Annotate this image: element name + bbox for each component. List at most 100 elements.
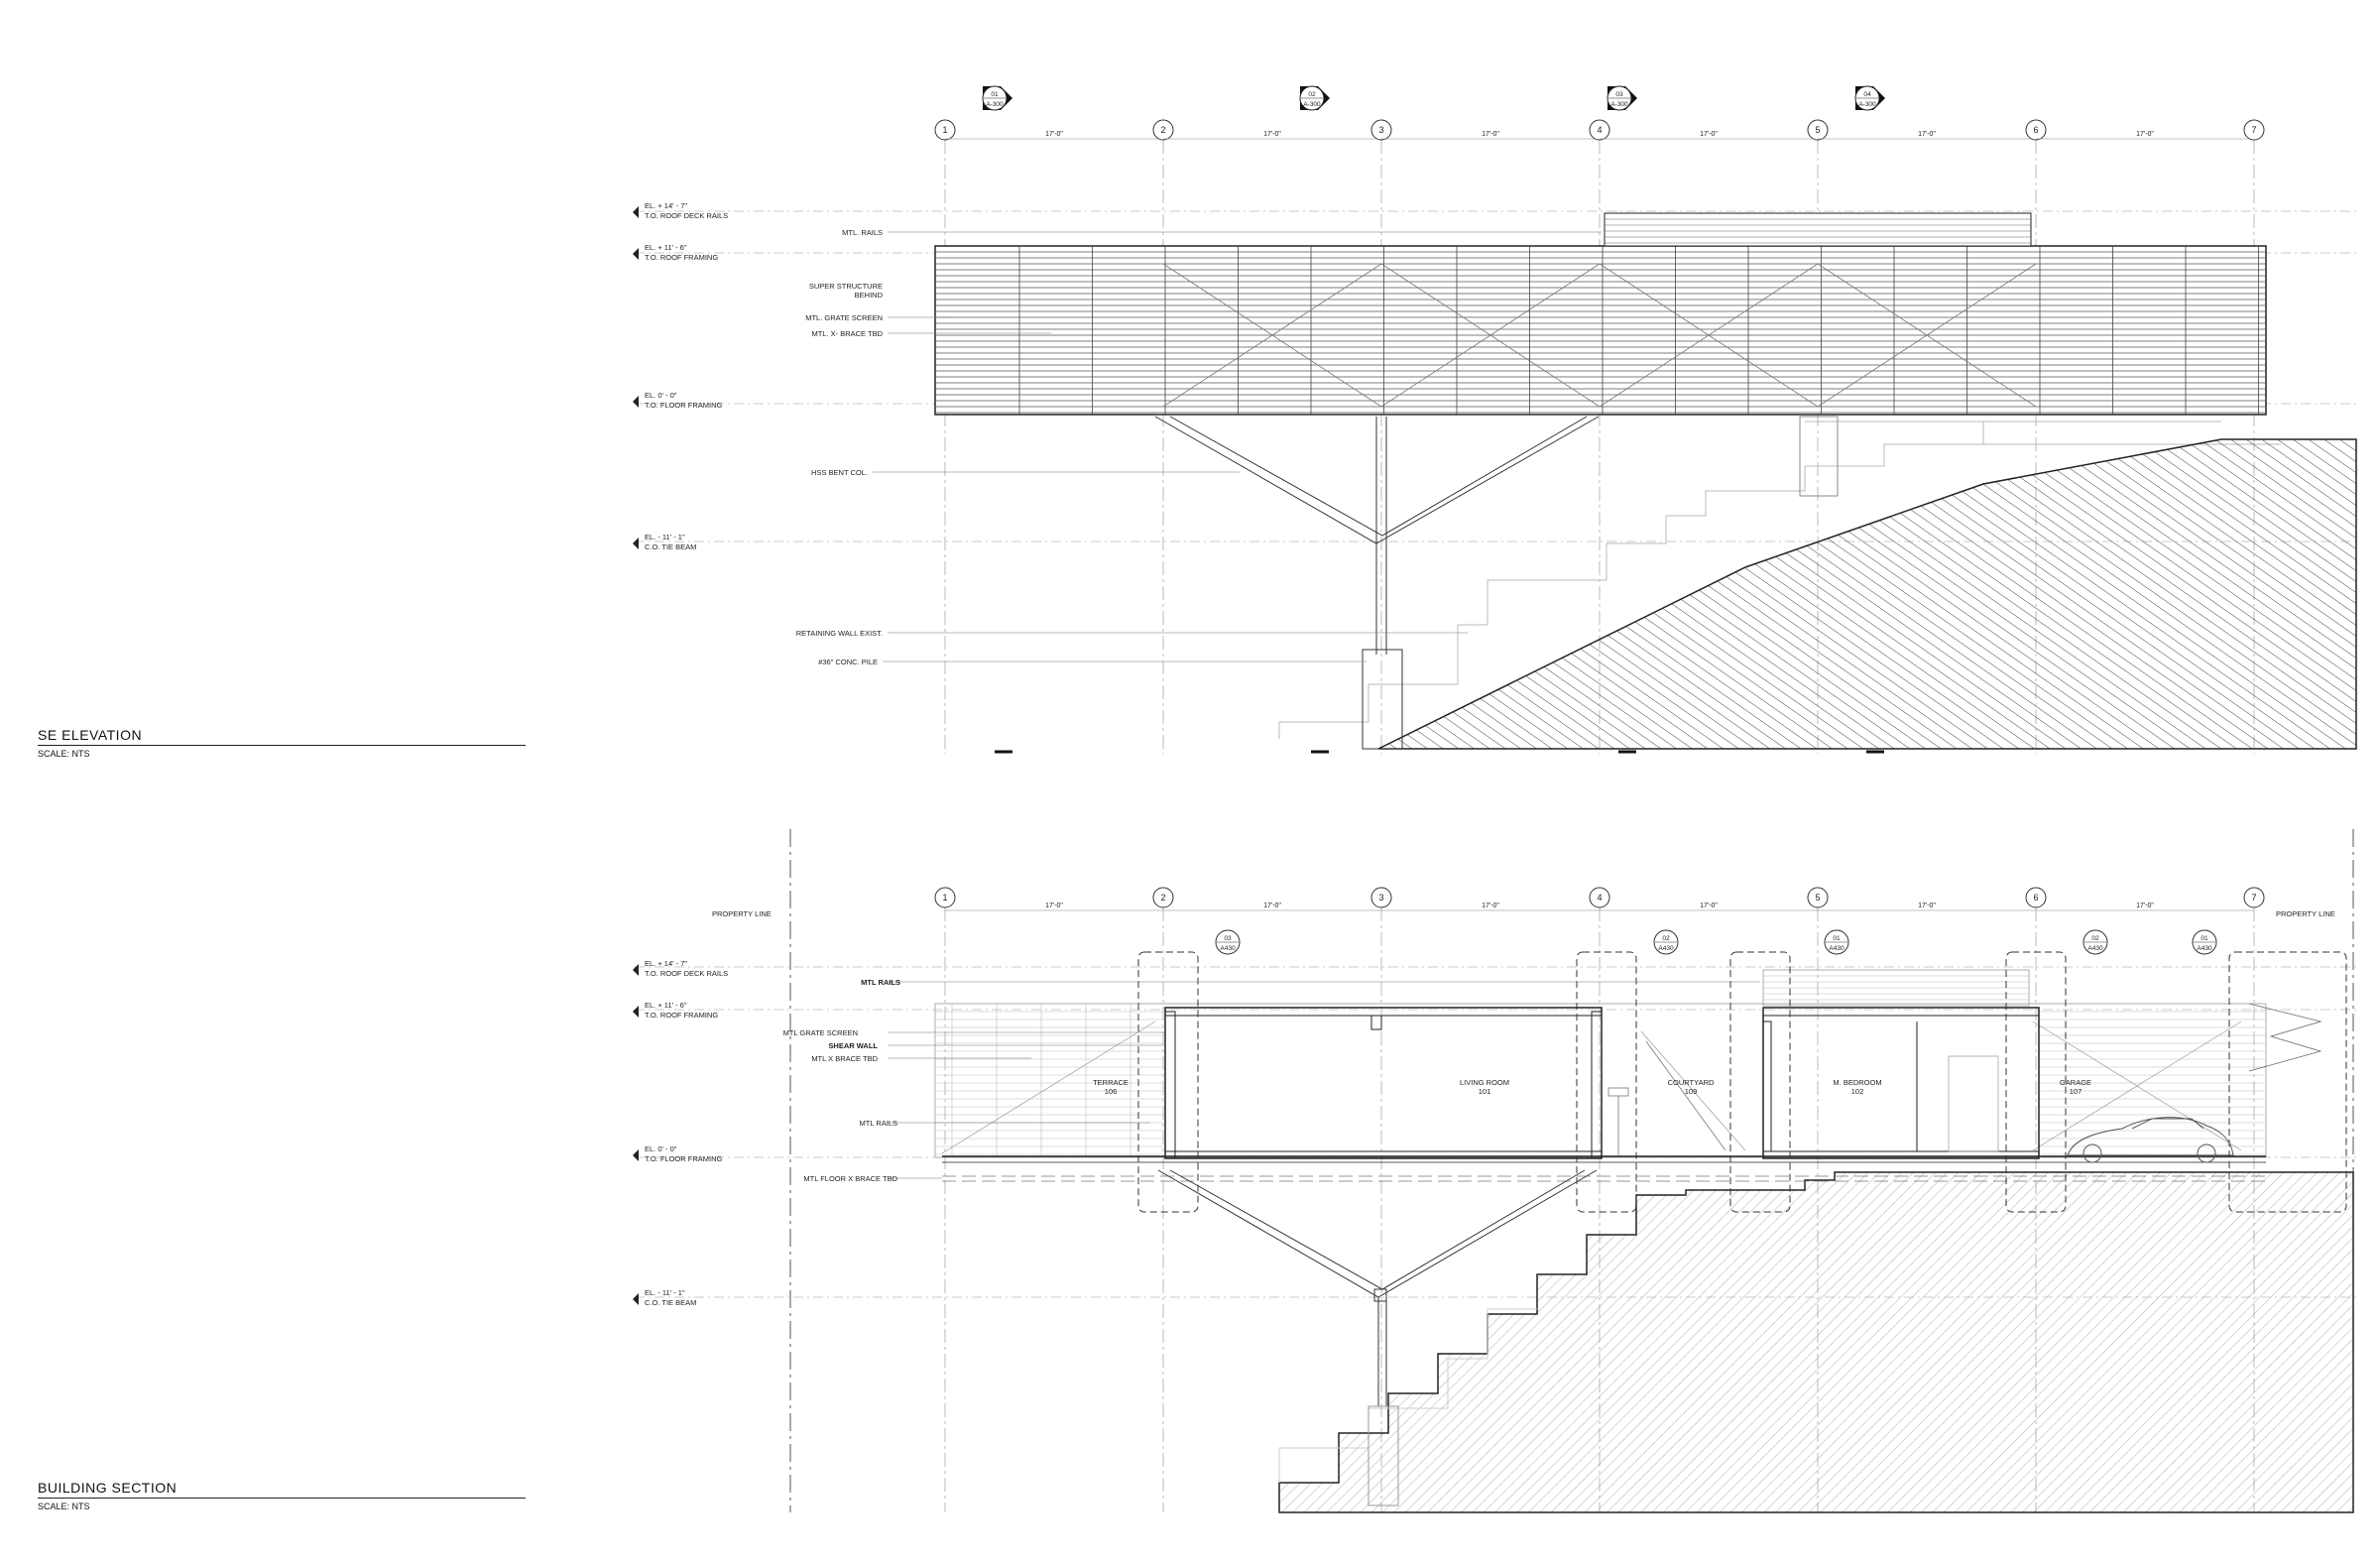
grid-bubble: [1152, 119, 1174, 141]
elevation-scale: SCALE: NTS: [38, 749, 90, 759]
garage-car-icon: [2067, 1117, 2234, 1163]
detail-tag-number: 01: [2201, 935, 2208, 942]
detail-tag-number: 01: [1833, 935, 1841, 942]
level-tag-tie-beam: EL. - 11' - 1" C.O. TIE BEAM: [633, 1288, 696, 1307]
level-elev-text: EL. + 11' - 6": [645, 1001, 687, 1010]
grid-bubble: [2025, 887, 2047, 908]
note-behind: BEHIND: [855, 291, 884, 300]
property-line-left: PROPERTY LINE: [712, 909, 772, 918]
living-room-box: [1164, 1007, 1603, 1159]
section-level-tags: EL. + 14' - 7" T.O. ROOF DECK RAILS EL. …: [633, 959, 728, 1307]
hatched-ground: [1377, 438, 2357, 750]
note-mtl-rails: MTL. RAILS: [842, 228, 883, 237]
detail-tag-sheet: A430: [2197, 945, 2212, 952]
section-marker-number: 04: [1863, 91, 1871, 98]
level-elev-text: EL. 0' - 0": [645, 391, 677, 400]
elevation-leaders: [873, 231, 1602, 662]
elevation-notes: MTL. RAILS SUPER STRUCTURE BEHIND MTL. G…: [796, 228, 884, 666]
room-number: 106: [1105, 1087, 1118, 1096]
level-elev-text: EL. 0' - 0": [645, 1144, 677, 1153]
detail-tag-sheet: A430: [2087, 945, 2103, 952]
dimension-text: 17'-0": [1482, 902, 1499, 909]
section-roof-deck-rails: [1762, 969, 2030, 1007]
elevation-level-tags: EL. + 14' - 7" T.O. ROOF DECK RAILS EL. …: [633, 201, 728, 551]
level-name-text: C.O. TIE BEAM: [645, 1298, 696, 1307]
section-leaders: [888, 981, 1760, 1179]
note-x-brace: MTL. X- BRACE TBD: [811, 329, 883, 338]
room-master-bedroom: M. BEDROOM 102: [1833, 1078, 1881, 1096]
level-elev-text: EL. + 14' - 7": [645, 201, 687, 210]
detail-callout-boxes: [1137, 951, 2347, 1213]
section-scale: SCALE: NTS: [38, 1502, 90, 1511]
bent-column: [1154, 414, 1600, 750]
dimension-text: 17'-0": [1045, 131, 1063, 138]
level-name-text: T.O. ROOF DECK RAILS: [645, 211, 728, 220]
level-tag-roof-framing: EL. + 11' - 6" T.O. ROOF FRAMING: [633, 1001, 718, 1020]
grid-label: 5: [1815, 125, 1820, 135]
detail-tag-sheet: A430: [1220, 945, 1236, 952]
room-number: 102: [1851, 1087, 1864, 1096]
note-bent-col: HSS BENT COL.: [811, 468, 868, 477]
level-tag-roof-deck-rails: EL. + 14' - 7" T.O. ROOF DECK RAILS: [633, 201, 728, 220]
grid-label: 1: [942, 125, 947, 135]
grid-label: 4: [1597, 893, 1602, 902]
room-name: COURTYARD: [1668, 1078, 1715, 1087]
grid-label: 2: [1160, 125, 1165, 135]
level-elev-text: EL. + 14' - 7": [645, 959, 687, 968]
section-marker-sheet: A-300: [1610, 101, 1628, 108]
dimension-text: 17'-0": [2136, 131, 2154, 138]
room-labels: TERRACE 106 LIVING ROOM 101 COURTYARD 10…: [1093, 1078, 2091, 1096]
courtyard-elements: [1607, 1040, 1726, 1155]
grid-label: 7: [2251, 125, 2256, 135]
grid-label: 7: [2251, 893, 2256, 902]
dimension-text: 17'-0": [1263, 902, 1281, 909]
level-name-text: T.O. FLOOR FRAMING: [645, 401, 723, 410]
grid-label: 3: [1378, 125, 1383, 135]
level-elev-text: EL. - 11' - 1": [645, 533, 685, 541]
section-marker-number: 01: [991, 91, 999, 98]
grid-bubble: [2025, 119, 2047, 141]
note-floor-x-brace: MTL FLOOR X BRACE TBD: [803, 1174, 897, 1183]
room-name: M. BEDROOM: [1833, 1078, 1881, 1087]
building-section: PROPERTY LINE PROPERTY LINE 117'-0"217'-…: [633, 829, 2360, 1513]
section-marker-number: 03: [1615, 91, 1623, 98]
grid-label: 2: [1160, 893, 1165, 902]
note-retaining-wall: RETAINING WALL EXIST.: [796, 629, 883, 638]
detail-tag-number: 02: [1662, 935, 1670, 942]
level-name-text: T.O. ROOF FRAMING: [645, 1011, 718, 1020]
note-super-structure: SUPER STRUCTURE: [809, 282, 883, 291]
level-tag-floor-framing: EL. 0' - 0" T.O. FLOOR FRAMING: [633, 1144, 723, 1163]
level-elev-text: EL. - 11' - 1": [645, 1288, 685, 1297]
grid-bubble: [1370, 119, 1392, 141]
dimension-text: 17'-0": [1263, 131, 1281, 138]
level-name-text: C.O. TIE BEAM: [645, 542, 696, 551]
detail-tag-number: 02: [2091, 935, 2099, 942]
grid-bubble: [2243, 119, 2265, 141]
dimension-text: 17'-0": [1918, 131, 1936, 138]
elevation-title: SE ELEVATION: [38, 727, 143, 743]
grid-bubble: [934, 887, 956, 908]
section-marker: 03A-300: [1606, 85, 1637, 111]
note-grate-screen: MTL. GRATE SCREEN: [805, 313, 883, 322]
section-retaining-wall: [1278, 1308, 1537, 1483]
section-title-rule: [38, 1498, 526, 1499]
grid-bubble: [1589, 119, 1610, 141]
room-number: 109: [1685, 1087, 1698, 1096]
dimension-text: 17'-0": [1918, 902, 1936, 909]
level-name-text: T.O. ROOF DECK RAILS: [645, 969, 728, 978]
bedroom-box: [1762, 1007, 2040, 1159]
dimension-text: 17'-0": [2136, 902, 2154, 909]
level-elev-text: EL. + 11' - 6": [645, 243, 687, 252]
level-tag-tie-beam: EL. - 11' - 1" C.O. TIE BEAM: [633, 533, 696, 551]
grid-bubble: [934, 119, 956, 141]
note-grate-screen: MTL GRATE SCREEN: [783, 1028, 858, 1037]
grid-bubble: [1807, 119, 1829, 141]
note-mtl-rails: MTL RAILS: [860, 1119, 897, 1128]
grid-label: 5: [1815, 893, 1820, 902]
section-grate-screen: [934, 1003, 2267, 1158]
